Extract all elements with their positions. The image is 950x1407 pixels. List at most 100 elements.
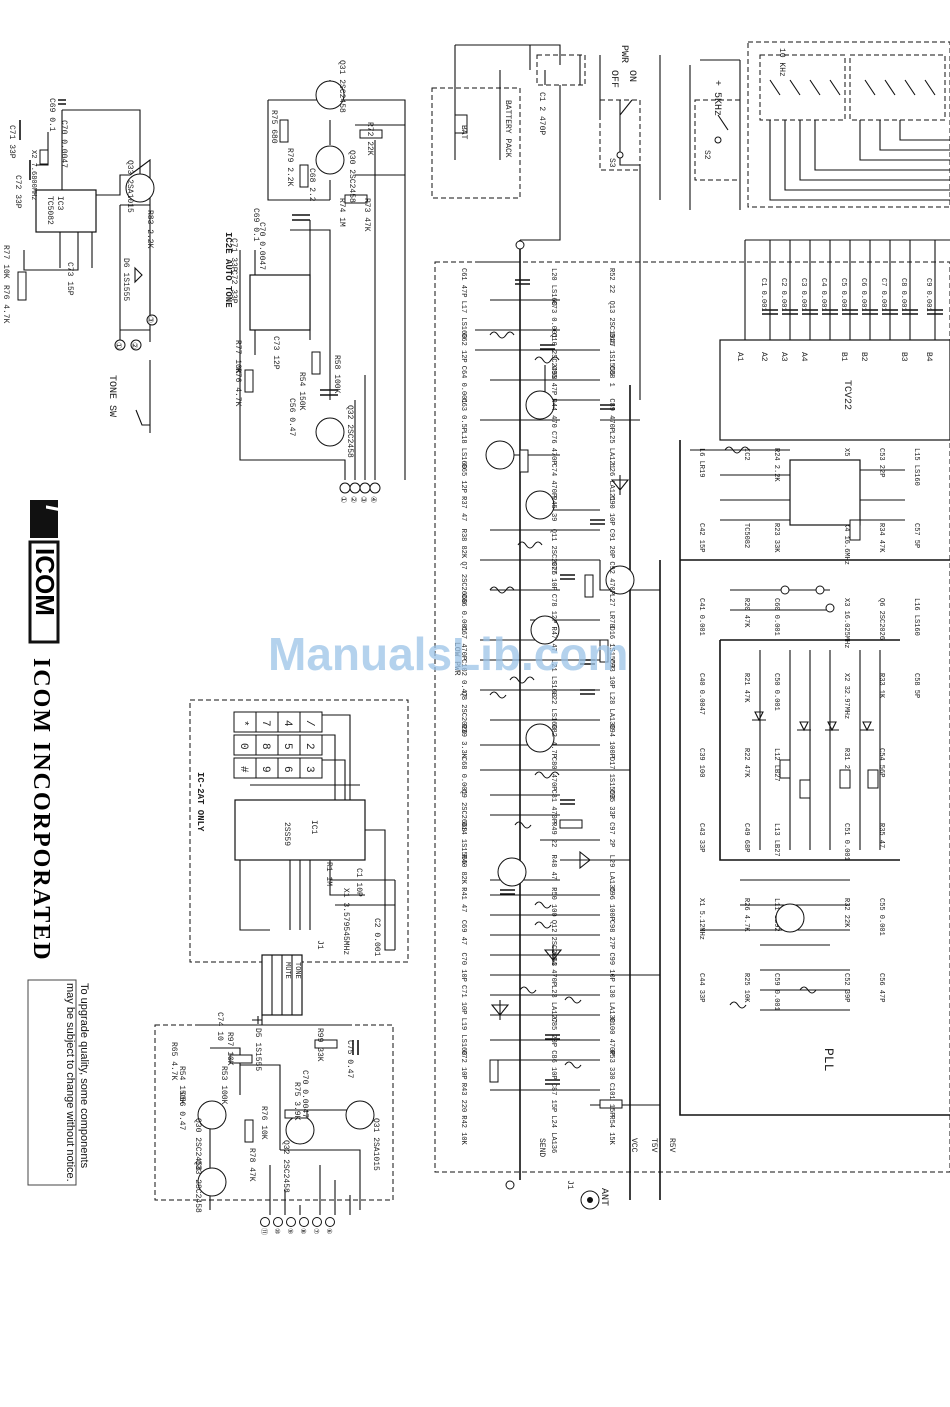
part-label: Q8 2SC2026 xyxy=(459,692,467,734)
part-label: C49 68P xyxy=(742,823,750,852)
part-label: C58 5P xyxy=(912,673,920,698)
part-label: C85 20P xyxy=(549,1018,557,1047)
part-label: R34 47K xyxy=(877,523,885,553)
part-label: C39 100 xyxy=(697,748,705,777)
label-c69: C69 0.1 xyxy=(47,98,56,132)
label-q30b: Q30 2SC2458 xyxy=(193,1118,202,1171)
tcv-c5: C5 0.001 xyxy=(839,278,847,312)
bot-terminal-8: ⑧ xyxy=(298,1228,307,1234)
bot-terminal-11: ⑪ xyxy=(259,1228,268,1235)
key-star[interactable] xyxy=(233,711,257,733)
part-label: R54 15K xyxy=(607,1115,615,1145)
part-label: R42 10K xyxy=(459,1115,467,1145)
ic2at-only-title: IC-2AT ONLY xyxy=(195,772,205,832)
label-tc5082: TC5082 xyxy=(45,196,54,225)
part-label: L28 LA138 xyxy=(607,692,615,730)
tcv-c6: C6 0.001 xyxy=(859,278,867,312)
ant-label: ANT xyxy=(598,1188,609,1206)
key-4-label: 4 xyxy=(281,720,293,727)
part-label: R49 22 xyxy=(549,822,557,847)
tcv-c9: C9 0.001 xyxy=(924,278,932,312)
rf-chain-block: ANT J1 SEND VCC T5V R5V LOW PWR xyxy=(434,240,950,1210)
part-label: C61 47P xyxy=(459,268,467,297)
part-label: C69 47 xyxy=(459,920,467,945)
label-c68: C68 2.2 xyxy=(307,168,316,202)
label-q33: Q33 2SA1015 xyxy=(125,160,134,213)
label-c71: C71 33P xyxy=(7,125,16,159)
tcv22-label: TCV22 xyxy=(841,380,852,410)
part-label: C74 470P xyxy=(549,464,557,498)
label-r83: R83 2.2K xyxy=(145,210,154,249)
part-label: C90 10P xyxy=(607,496,615,525)
terminal-2: ② xyxy=(129,342,138,349)
part-label: X4 16.6MHz xyxy=(842,523,850,565)
tcv22-block: C1 0.001 C2 0.001 C3 0.001 C4 0.001 C5 0… xyxy=(719,239,950,441)
part-label: C82 4.7P xyxy=(549,724,557,758)
part-label: R35 47 xyxy=(877,823,885,848)
part-label: C99 10P xyxy=(607,952,615,981)
battery-pack-label: BATTERY PACK xyxy=(503,100,512,158)
label-d5: D5 1S1555 xyxy=(253,1028,262,1071)
part-label: C62 12P xyxy=(459,333,467,362)
part-label: C78 12P xyxy=(549,594,557,623)
part-label: R47 47 xyxy=(549,627,557,652)
label-c70b: C70 0.0047 xyxy=(257,222,266,270)
mute-label: MUTE xyxy=(283,962,291,979)
part-label: Q13 2SC1947 xyxy=(607,301,615,347)
part-label: C91 20P xyxy=(607,529,615,558)
part-label: X3 16.025MHz xyxy=(842,598,850,648)
part-label: L24 LA136 xyxy=(549,1115,557,1153)
label-c73: C73 15P xyxy=(65,262,74,296)
label-c70: C70 0.0047 xyxy=(59,120,68,168)
label-c72: C72 33P xyxy=(13,175,22,209)
manualslib-watermark: ManualsLib.com xyxy=(268,628,628,680)
part-label: R40 82K xyxy=(459,855,467,885)
part-label: C72 10P xyxy=(459,1050,467,1079)
part-label: C77 10P xyxy=(549,561,557,590)
key-7-label: 7 xyxy=(259,720,271,727)
part-label: L26 LA121 xyxy=(607,464,615,502)
part-label: IC2 xyxy=(742,448,750,461)
part-label: C71 10P xyxy=(459,985,467,1014)
key-3-label: 3 xyxy=(303,766,315,773)
part-label: TC5082 xyxy=(742,523,750,548)
label-r76c: R76 10K xyxy=(259,1106,268,1140)
part-label: L21 LS160 xyxy=(549,659,557,697)
label-r54: R54 150K xyxy=(297,372,306,411)
tcv-c4: C4 0.001 xyxy=(819,278,827,312)
terminal-1: ① xyxy=(113,342,122,349)
tone-amp-block: MUTE TONE ⑪ ⑩ ⑨ ⑧ ⑦ ⑥ C74 10 R97 10K D5 … xyxy=(154,954,394,1235)
part-label: Q10 2SC2458 xyxy=(549,333,557,379)
part-label: R39 3.3K xyxy=(459,724,467,758)
label-r54b: R54 150K xyxy=(177,1066,186,1105)
part-label: R25 10K xyxy=(742,973,750,1003)
part-label: R24 2.2K xyxy=(772,448,780,482)
part-label: R43 220 xyxy=(459,1083,467,1112)
part-label: R52 22 xyxy=(607,268,615,293)
part-label: L23 LA127 xyxy=(549,985,557,1023)
tcv-b1: B1 xyxy=(839,352,848,362)
part-label: R31 22K xyxy=(842,748,850,778)
j1-label: J1 xyxy=(565,1180,574,1190)
key-2-label: 2 xyxy=(303,743,315,750)
part-label: C87 15P xyxy=(549,1083,557,1112)
part-label: C101 15P xyxy=(607,1083,615,1117)
label-c75: C75 0.47 xyxy=(345,1040,354,1079)
label-c12: C1 2 470P xyxy=(537,92,546,135)
tone-oscillator-block: C69 0.1 C70 0.0047 C71 33P C72 33P X2 7.… xyxy=(1,98,158,433)
key-hash[interactable] xyxy=(233,757,257,779)
tenkhz-label: 10 KHz xyxy=(777,48,786,77)
part-label: L12 LB27 xyxy=(772,748,780,782)
label-r73: R73 47K xyxy=(362,198,371,232)
part-label: C97 2P xyxy=(607,822,615,847)
on-label: ON xyxy=(626,70,637,82)
key-0[interactable] xyxy=(233,734,257,756)
auto-tone-block: Q31 2SC2458 R75 680 R72 22K Q30 2SC2458 … xyxy=(223,60,406,503)
label-2ss59: 2SS59 xyxy=(282,822,291,846)
label-c74: C74 10 xyxy=(215,1012,224,1041)
part-label: Q6 2SC2026 xyxy=(877,598,885,640)
label-r58: R58 100K xyxy=(332,355,341,394)
label-c1: C1 10P xyxy=(354,868,363,897)
company-name: ICOM INCORPORATED xyxy=(28,658,54,962)
off-label: OFF xyxy=(608,70,619,88)
